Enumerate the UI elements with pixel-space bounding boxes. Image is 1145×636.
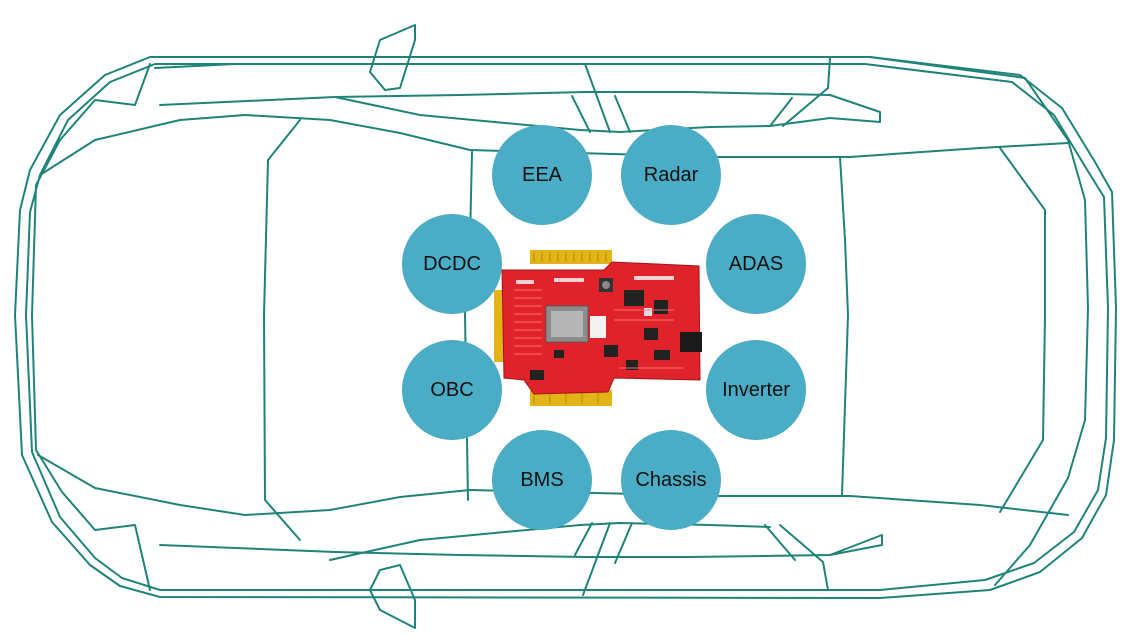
- node-radar: Radar: [621, 125, 721, 225]
- node-bms-label: BMS: [520, 468, 564, 491]
- node-radar-label: Radar: [643, 163, 699, 186]
- node-bms: BMS: [492, 430, 592, 530]
- node-inverter-label: Inverter: [722, 378, 790, 401]
- node-inverter: Inverter: [706, 340, 806, 440]
- ecu-board-image: [494, 250, 702, 406]
- node-obc: OBC: [402, 340, 502, 440]
- node-chassis-label: Chassis: [635, 468, 707, 491]
- node-eea-label: EEA: [521, 163, 563, 186]
- node-dcdc: DCDC: [402, 214, 502, 314]
- node-dcdc-label: DCDC: [423, 252, 481, 275]
- node-obc-label: OBC: [430, 378, 474, 401]
- node-eea: EEA: [492, 125, 592, 225]
- node-chassis: Chassis: [621, 430, 721, 530]
- node-adas-label: ADAS: [728, 252, 784, 275]
- node-adas: ADAS: [706, 214, 806, 314]
